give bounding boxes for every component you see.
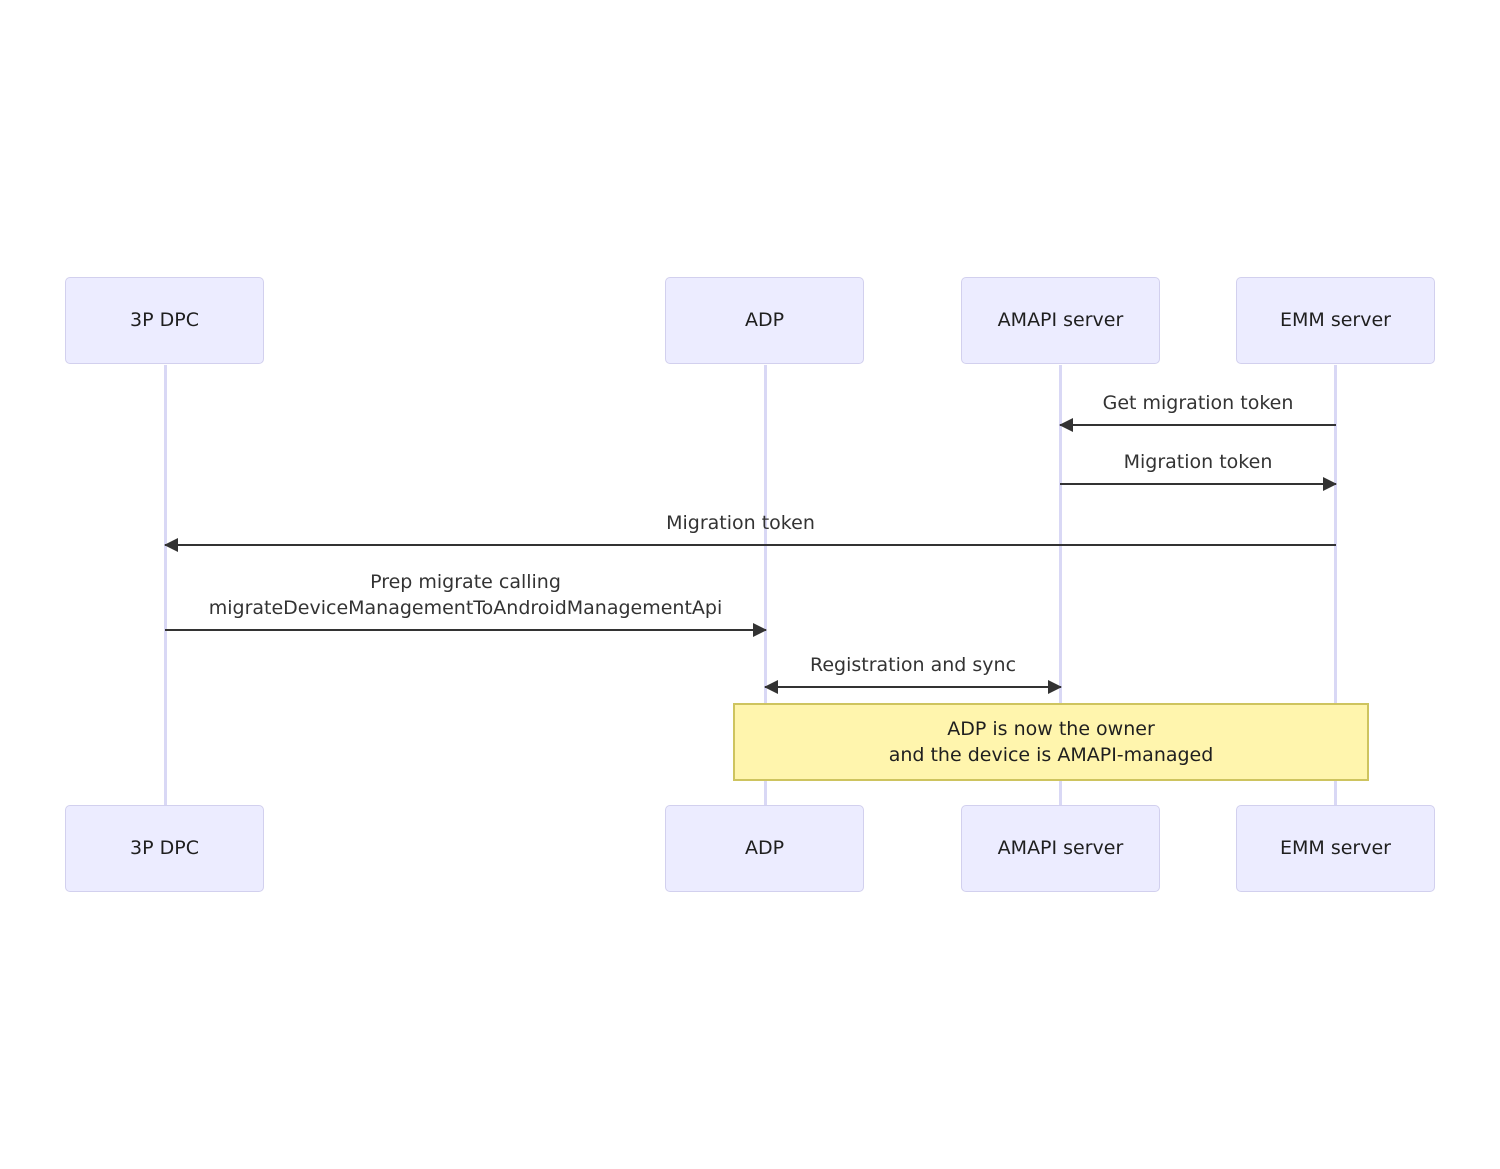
note-adp-owner: ADP is now the owner and the device is A…: [733, 703, 1369, 781]
message-label-get-migration-token: Get migration token: [1102, 392, 1294, 414]
participant-footer-label-emm-server: EMM server: [1280, 837, 1391, 860]
participant-header-amapi-server[interactable]: AMAPI server: [961, 277, 1160, 364]
participant-footer-label-amapi-server: AMAPI server: [997, 837, 1124, 860]
participant-footer-amapi-server[interactable]: AMAPI server: [961, 805, 1160, 892]
participant-header-label-emm-server: EMM server: [1280, 309, 1391, 332]
note-text: ADP is now the owner and the device is A…: [888, 718, 1214, 766]
message-line: [165, 544, 1336, 546]
arrowhead-left-icon: [1059, 418, 1073, 432]
participant-footer-label-3p-dpc: 3P DPC: [130, 837, 199, 860]
arrowhead-left-icon: [164, 538, 178, 552]
participant-header-label-amapi-server: AMAPI server: [997, 309, 1124, 332]
lifeline-3p-dpc: [164, 365, 167, 805]
message-line: [1060, 424, 1336, 426]
participant-header-emm-server[interactable]: EMM server: [1236, 277, 1435, 364]
message-label-migration-token-amapi-to-emm: Migration token: [1123, 451, 1273, 473]
participant-header-label-3p-dpc: 3P DPC: [130, 309, 199, 332]
participant-header-label-adp: ADP: [744, 309, 785, 332]
participant-footer-3p-dpc[interactable]: 3P DPC: [65, 805, 264, 892]
participant-header-3p-dpc[interactable]: 3P DPC: [65, 277, 264, 364]
arrowhead-right-icon: [753, 623, 767, 637]
message-label-migration-token-emm-to-dpc: Migration token: [666, 512, 815, 534]
participant-footer-emm-server[interactable]: EMM server: [1236, 805, 1435, 892]
participant-footer-adp[interactable]: ADP: [665, 805, 864, 892]
lifeline-amapi-server: [1059, 365, 1062, 805]
arrowhead-right-icon: [1323, 477, 1337, 491]
arrowhead-left-icon: [764, 680, 778, 694]
arrowhead-right-icon: [1048, 680, 1062, 694]
message-label-prep-migrate: Prep migrate calling migrateDeviceManage…: [208, 571, 723, 619]
participant-header-adp[interactable]: ADP: [665, 277, 864, 364]
lifeline-emm-server: [1334, 365, 1337, 805]
participant-footer-label-adp: ADP: [744, 837, 785, 860]
lifeline-adp: [764, 365, 767, 805]
message-label-registration-and-sync: Registration and sync: [809, 654, 1017, 676]
message-line: [165, 629, 766, 631]
message-line: [765, 686, 1061, 688]
message-line: [1060, 483, 1336, 485]
